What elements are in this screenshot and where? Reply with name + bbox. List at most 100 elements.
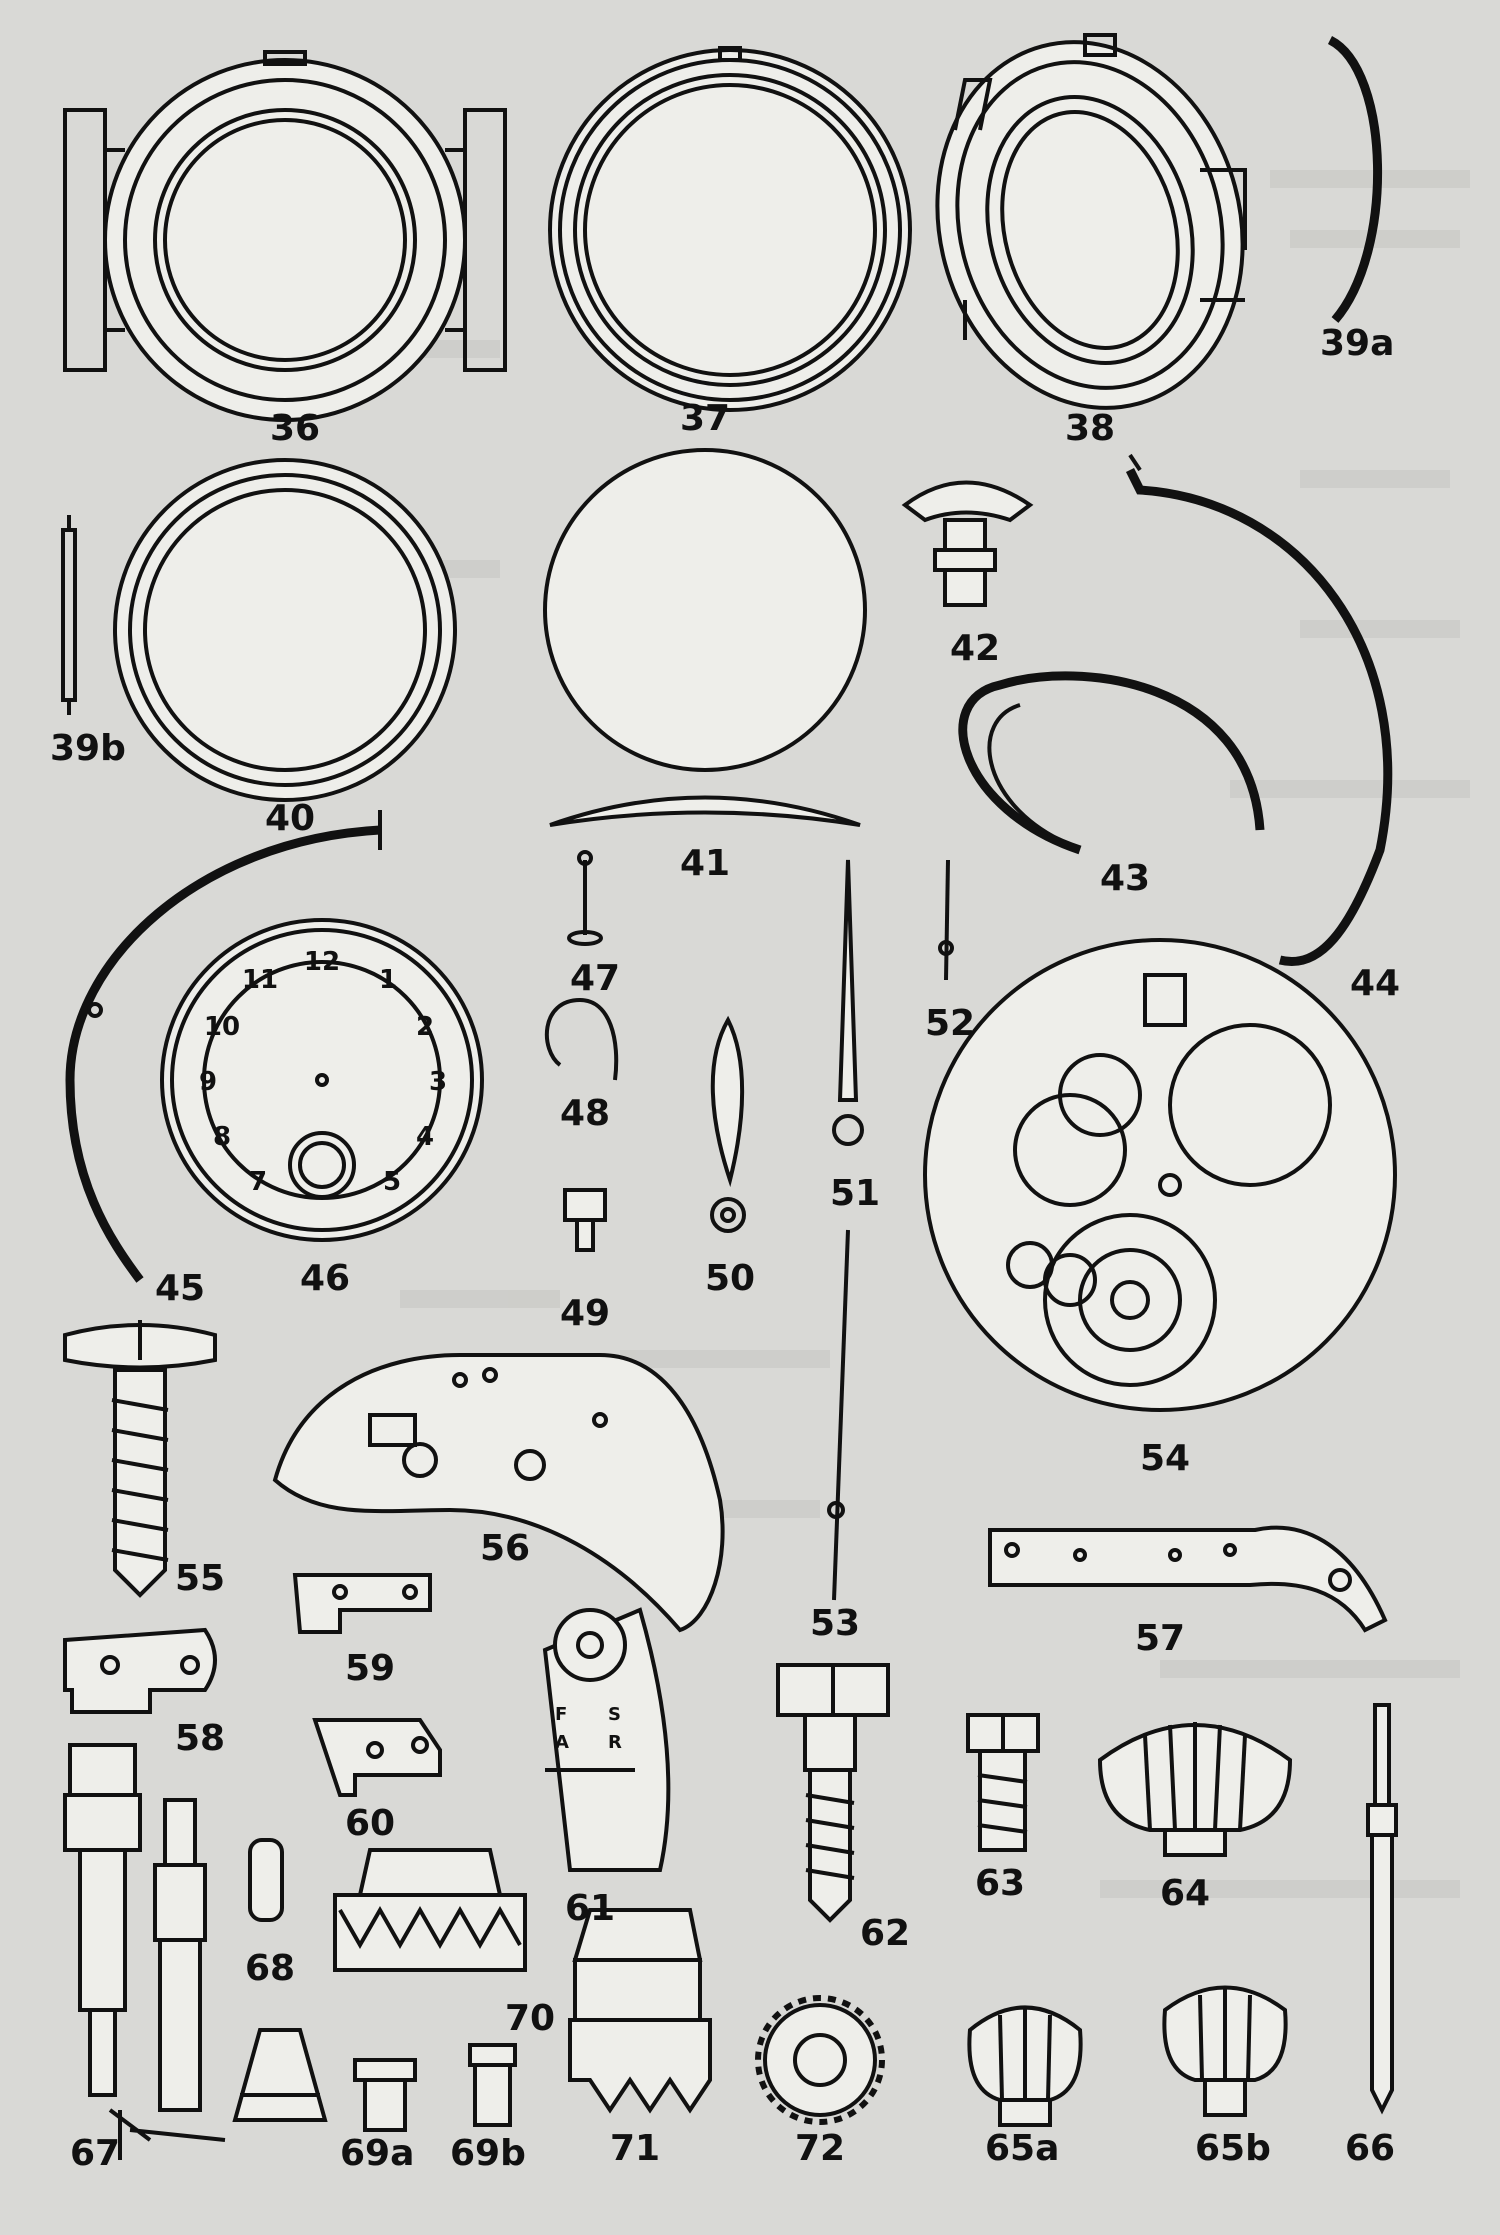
label-70: 70 [505, 1998, 555, 2039]
label-62: 62 [860, 1913, 910, 1954]
label-64: 64 [1160, 1873, 1210, 1914]
dial-numeral-12: 12 [304, 947, 340, 977]
label-48: 48 [560, 1093, 610, 1134]
dial-numerals: 12 1 2 3 4 5 7 8 9 10 11 [199, 947, 447, 1197]
part-55-case-screw [63, 1320, 217, 1598]
regulator-mark-r: R [608, 1732, 622, 1753]
label-43: 43 [1100, 858, 1150, 899]
part-37-bezel-ring [548, 46, 912, 412]
label-44: 44 [1350, 963, 1400, 1004]
label-67: 67 [70, 2133, 120, 2174]
label-47: 47 [570, 958, 620, 999]
dial-numeral-3: 3 [429, 1067, 447, 1097]
part-68-tube [248, 1838, 284, 1922]
part-51-minute-hand [832, 859, 864, 1146]
part-50-hour-hand [710, 1015, 746, 1233]
label-61: 61 [565, 1888, 615, 1929]
part-46-dial [160, 918, 484, 1242]
label-69b: 69b [450, 2133, 526, 2174]
part-72-gear [755, 1995, 885, 2125]
dial-numeral-7: 7 [249, 1167, 267, 1197]
part-54-movement-plate [923, 938, 1397, 1412]
part-44-curved-bracket [1125, 453, 1393, 966]
part-labels: 36 37 38 39a 39b 40 41 42 43 44 45 46 47… [50, 323, 1400, 2174]
part-52-seconds-hand [938, 859, 954, 981]
part-47-pin [567, 850, 603, 946]
part-42-setting-knob [901, 480, 1034, 607]
part-59-plate-piece [292, 1573, 432, 1634]
part-64-crown [1097, 1722, 1293, 1857]
part-crystal-disc [543, 448, 867, 772]
part-62-screw [776, 1663, 890, 1923]
dial-numeral-1: 1 [379, 965, 397, 995]
label-49: 49 [560, 1293, 610, 1334]
part-49-stud [563, 1188, 607, 1252]
label-58: 58 [175, 1718, 225, 1759]
label-42: 42 [950, 628, 1000, 669]
part-57-bar-bridge [988, 1525, 1388, 1633]
label-53: 53 [810, 1603, 860, 1644]
label-56: 56 [480, 1528, 530, 1569]
label-54: 54 [1140, 1438, 1190, 1479]
part-43-spring-clip [958, 671, 1265, 855]
part-39a-curved-bar [1327, 35, 1383, 323]
label-59: 59 [345, 1648, 395, 1689]
regulator-marks: F A S R [555, 1704, 622, 1753]
label-51: 51 [830, 1173, 880, 1214]
part-60-plate-piece [312, 1718, 442, 1797]
part-56-train-bridge [272, 1353, 725, 1633]
part-61-regulator [542, 1607, 671, 1872]
part-65a-crown [967, 2005, 1083, 2127]
part-39b-spring-bar [61, 515, 77, 715]
dial-numeral-4: 4 [416, 1122, 434, 1152]
label-66: 66 [1345, 2128, 1395, 2169]
label-41: 41 [680, 843, 730, 884]
label-39a: 39a [1320, 323, 1394, 364]
label-68: 68 [245, 1948, 295, 1989]
label-37: 37 [680, 398, 730, 439]
dial-numeral-8: 8 [213, 1122, 231, 1152]
label-71: 71 [610, 2128, 660, 2169]
label-69a: 69a [340, 2133, 414, 2174]
part-38-case-perspective [935, 33, 1247, 410]
label-52: 52 [925, 1003, 975, 1044]
part-70-crown-wheel [333, 1848, 527, 1972]
screw-threads [111, 1398, 169, 1562]
part-45-dial-bracket [65, 810, 382, 1283]
dial-numeral-2: 2 [416, 1012, 434, 1042]
regulator-mark-a: A [555, 1732, 569, 1753]
dial-numeral-5: 5 [383, 1167, 401, 1197]
label-57: 57 [1135, 1618, 1185, 1659]
part-40-ring [113, 458, 457, 802]
part-58-plate-piece [63, 1627, 217, 1714]
part-48-hook-spring [545, 997, 619, 1081]
part-41-crystal-profile [549, 795, 861, 827]
part-69b-bush [468, 2043, 517, 2127]
part-66-winding-stem [1366, 1703, 1398, 2115]
dial-numeral-9: 9 [199, 1067, 217, 1097]
label-60: 60 [345, 1803, 395, 1844]
regulator-mark-s: S [608, 1704, 621, 1725]
part-cap-nut [232, 2028, 328, 2122]
label-65a: 65a [985, 2128, 1059, 2169]
part-71-winding-pinion [568, 1908, 712, 2114]
part-53-center-seconds-hand [827, 1229, 850, 1601]
label-39b: 39b [50, 728, 126, 769]
label-55: 55 [175, 1558, 225, 1599]
label-50: 50 [705, 1258, 755, 1299]
part-69a-bush [353, 2058, 417, 2132]
label-65b: 65b [1195, 2128, 1271, 2169]
dial-numeral-11: 11 [242, 965, 278, 995]
label-46: 46 [300, 1258, 350, 1299]
part-36-case-front [63, 50, 507, 422]
part-67-setting-parts [63, 1743, 226, 2160]
part-63-small-screw [966, 1713, 1040, 1852]
dial-numeral-10: 10 [204, 1012, 240, 1042]
label-63: 63 [975, 1863, 1025, 1904]
label-72: 72 [795, 2128, 845, 2169]
label-40: 40 [265, 798, 315, 839]
label-45: 45 [155, 1268, 205, 1309]
part-65b-crown [1162, 1985, 1288, 2117]
label-38: 38 [1065, 408, 1115, 449]
